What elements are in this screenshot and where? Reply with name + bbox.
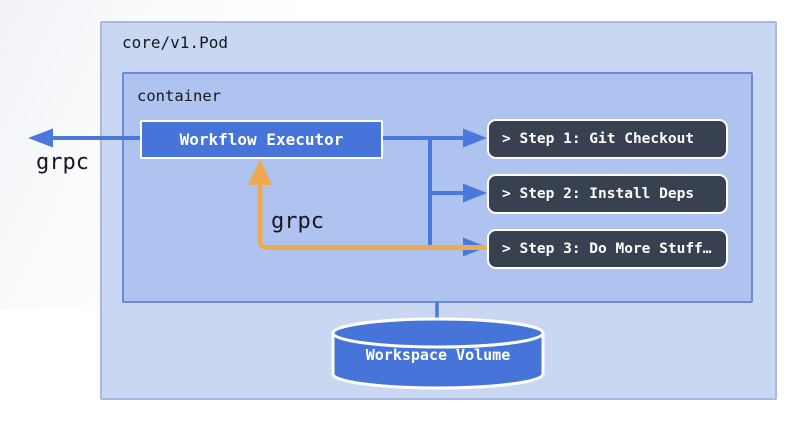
workspace-volume-label: Workspace Volume	[365, 346, 511, 364]
step-2-label: > Step 2: Install Deps	[502, 186, 695, 202]
container-label: container	[137, 87, 221, 105]
step-3-node: > Step 3: Do More Stuff…	[487, 229, 728, 269]
step-1-label: > Step 1: Git Checkout	[502, 131, 695, 147]
workflow-executor-label: Workflow Executor	[179, 130, 344, 149]
workflow-executor-node: Workflow Executor	[140, 120, 383, 159]
step-3-label: > Step 3: Do More Stuff…	[502, 241, 712, 257]
step-1-node: > Step 1: Git Checkout	[487, 119, 728, 159]
pod-label: core/v1.Pod	[122, 33, 228, 52]
grpc-out-label: grpc	[36, 150, 89, 175]
step-2-node: > Step 2: Install Deps	[487, 174, 728, 214]
grpc-inner-label: grpc	[271, 209, 324, 234]
